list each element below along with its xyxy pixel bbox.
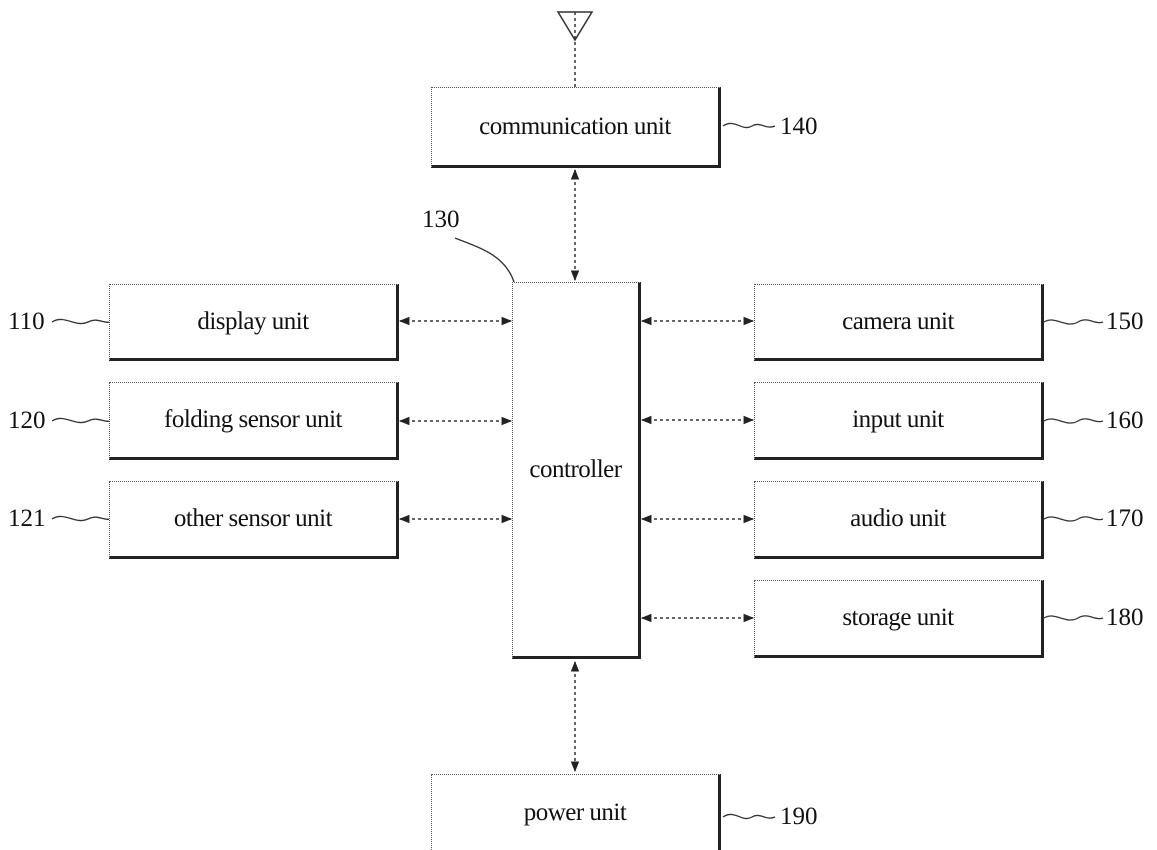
storage-unit-block: storage unit (754, 580, 1044, 658)
leader-140 (722, 122, 776, 129)
ref-150: 150 (1106, 308, 1144, 335)
leader-121 (51, 515, 111, 522)
leader-170 (1043, 516, 1104, 522)
antenna-icon (556, 11, 594, 88)
leader-180 (1043, 615, 1104, 621)
power-unit-block: power unit (431, 774, 721, 850)
power-unit-label: power unit (523, 798, 627, 826)
input-unit-block: input unit (754, 382, 1044, 460)
ref-121: 121 (8, 505, 46, 532)
other-sensor-unit-block: other sensor unit (109, 481, 399, 559)
other-sensor-unit-label: other sensor unit (173, 505, 333, 532)
leader-110 (51, 318, 111, 325)
folding-sensor-unit-block: folding sensor unit (109, 382, 399, 460)
leader-160 (1043, 418, 1104, 424)
leader-150 (1043, 319, 1104, 325)
audio-unit-block: audio unit (754, 481, 1044, 559)
storage-unit-label: storage unit (842, 604, 954, 631)
camera-unit-block: camera unit (754, 284, 1044, 361)
ref-160: 160 (1106, 407, 1144, 434)
ref-140: 140 (780, 113, 818, 140)
communication-unit-label: communication unit (479, 112, 671, 140)
folding-sensor-unit-label: folding sensor unit (164, 406, 343, 433)
ref-180: 180 (1106, 604, 1144, 631)
ref-130: 130 (422, 206, 460, 233)
input-unit-label: input unit (852, 406, 944, 433)
ref-170: 170 (1106, 505, 1144, 532)
audio-unit-label: audio unit (850, 505, 946, 532)
controller-block: controller (512, 282, 641, 659)
ref-110: 110 (8, 308, 45, 335)
leader-130 (454, 237, 515, 283)
communication-unit-block: communication unit (431, 87, 721, 168)
controller-label: controller (529, 455, 622, 483)
leader-120 (51, 417, 111, 424)
display-unit-label: display unit (197, 307, 309, 335)
ref-120: 120 (8, 407, 46, 434)
leader-190 (722, 813, 776, 820)
display-unit-block: display unit (109, 284, 399, 361)
camera-unit-label: camera unit (842, 307, 954, 335)
ref-190: 190 (780, 803, 818, 830)
